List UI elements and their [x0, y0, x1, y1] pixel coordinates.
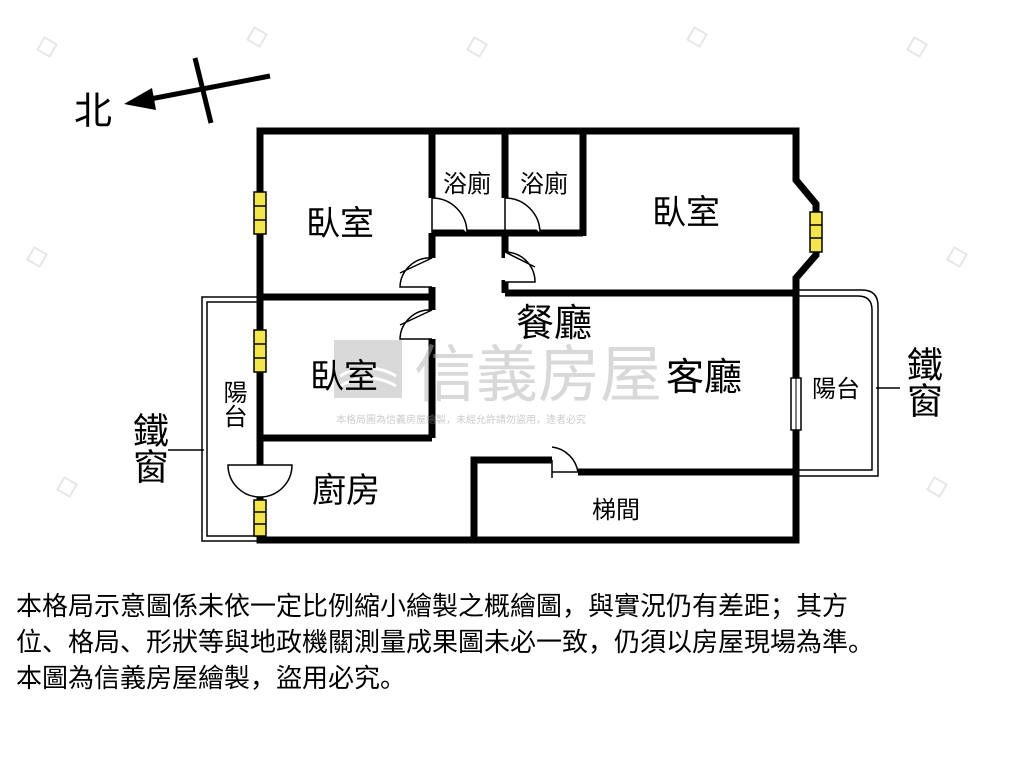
- door-balcony-w: [227, 464, 293, 498]
- window-kitchen: [253, 499, 267, 537]
- walls: [256, 127, 820, 544]
- room-living: 客廳: [666, 355, 742, 399]
- north-label: 北: [74, 89, 112, 133]
- disclaimer-line-2: 位、格局、形狀等與地政機關測量成果圖未必一致，仍須以房屋現場為準。: [16, 628, 875, 658]
- label-grille-e: 鐵窗: [901, 346, 942, 418]
- door-swings: [227, 197, 579, 498]
- disclaimer-line-1: 本格局示意圖係未依一定比例縮小繪製之概繪圖，與實況仍有差距；其方: [16, 592, 849, 622]
- room-bath-1: 浴廁: [443, 170, 491, 198]
- door-bath-2: [504, 197, 541, 234]
- compass: 北: [74, 57, 271, 133]
- room-dining: 餐廳: [516, 301, 592, 345]
- window-bedroom-nw: [253, 191, 267, 235]
- room-bedroom-ne: 臥室: [652, 193, 720, 233]
- room-balcony-w-wrap: 陽台: [219, 380, 247, 428]
- door-bath-1: [431, 197, 468, 234]
- label-grille-w: 鐵窗: [127, 412, 168, 484]
- watermark-notice: 本格局圖為信義房屋繪製，未經允許請勿盜用，違者必究: [336, 413, 586, 426]
- grille-e-wrap: 鐵窗: [901, 346, 942, 418]
- room-bedroom-w: 臥室: [310, 357, 378, 397]
- room-balcony-e: 陽台: [812, 375, 860, 403]
- room-kitchen: 廚房: [312, 471, 380, 511]
- window-bedroom-w: [253, 329, 267, 373]
- north-arrow-icon: [124, 88, 156, 110]
- floor-plan: 北 信義房屋 本格局圖為信義房屋繪製，未經允許請勿盜用，違者必究 臥室 臥室 臥…: [26, 26, 968, 544]
- grille-w-wrap: 鐵窗: [127, 412, 168, 484]
- door-bedroom-w: [399, 309, 433, 340]
- window-bedroom-ne: [809, 211, 823, 253]
- room-stairs: 梯間: [592, 496, 640, 524]
- windows: [253, 191, 823, 537]
- room-bath-2: 浴廁: [520, 170, 568, 198]
- watermark: 信義房屋 本格局圖為信義房屋繪製，未經允許請勿盜用，違者必究: [334, 338, 662, 426]
- door-bedroom-ne: [504, 251, 536, 283]
- disclaimer: 本格局示意圖係未依一定比例縮小繪製之概繪圖，與實況仍有差距；其方 位、格局、形狀…: [16, 589, 1016, 697]
- watermark-brand: 信義房屋: [414, 338, 662, 411]
- balcony-outline-east: [796, 289, 879, 477]
- background-watermark-pattern: [26, 26, 968, 498]
- compass-shaft: [144, 73, 271, 103]
- door-stairs: [551, 446, 579, 478]
- room-bedroom-nw: 臥室: [306, 204, 374, 244]
- disclaimer-line-3: 本圖為信義房屋繪製，盜用必究。: [16, 664, 407, 694]
- room-balcony-w: 陽台: [219, 380, 247, 428]
- door-bedroom-nw: [399, 257, 433, 288]
